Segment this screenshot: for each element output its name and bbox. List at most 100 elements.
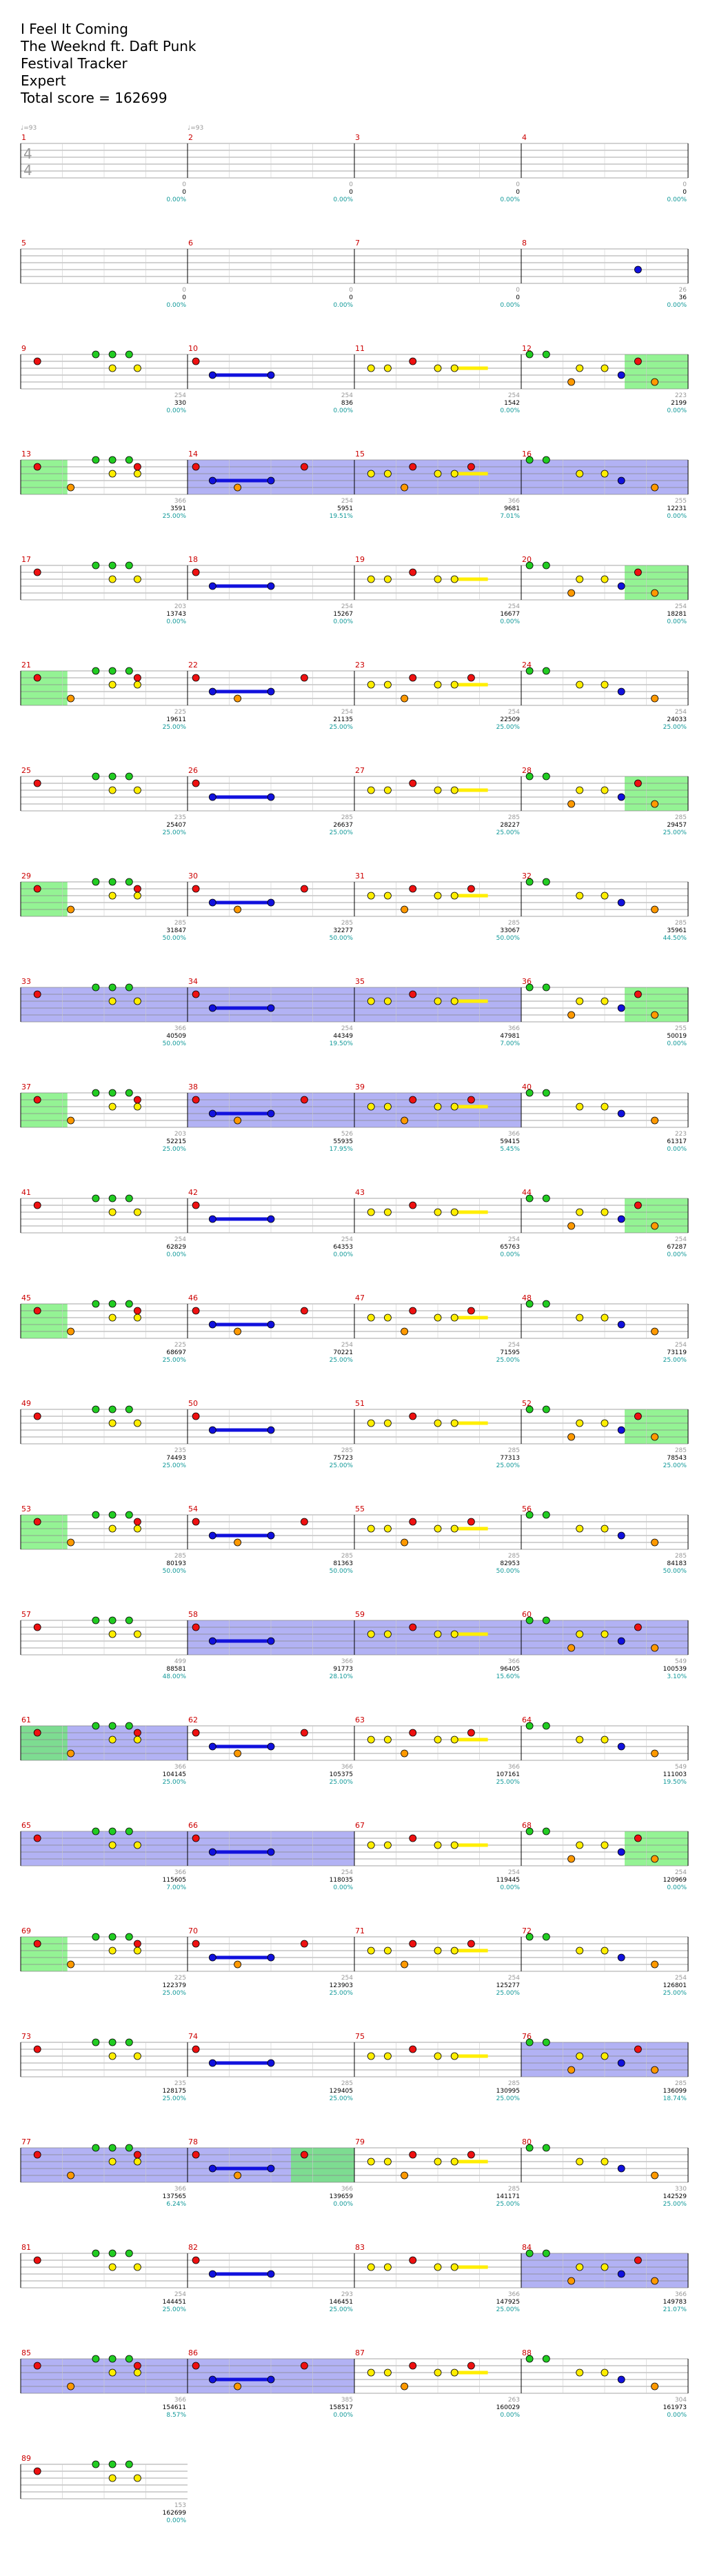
cumulative-score: 59415 — [500, 1138, 520, 1145]
measure-note-score: 366 — [508, 1658, 520, 1665]
cumulative-score: 77313 — [500, 1455, 520, 1462]
note — [67, 1960, 74, 1969]
measure-number: 43 — [355, 1188, 365, 1197]
note — [208, 1742, 216, 1751]
measure-number: 13 — [21, 450, 31, 459]
note — [92, 878, 100, 886]
measure-note-score: 285 — [675, 814, 687, 821]
cumulative-score: 9681 — [504, 505, 520, 512]
note — [367, 1419, 375, 1427]
measure-number: 35 — [355, 977, 365, 986]
note — [125, 1933, 133, 1941]
note — [108, 681, 117, 689]
cumulative-score: 80193 — [166, 1560, 186, 1567]
note — [384, 2263, 392, 2271]
note — [567, 1011, 575, 1019]
note — [601, 575, 609, 583]
note — [576, 1314, 584, 1322]
measure-note-score: 254 — [341, 1025, 353, 1032]
note — [92, 1194, 100, 1203]
measure-note-score: 285 — [508, 2080, 520, 2087]
measure-number: 53 — [21, 1505, 31, 1513]
note — [409, 1623, 417, 1631]
note — [467, 885, 475, 893]
note — [617, 582, 625, 590]
overdrive-percent: 50.00% — [163, 1040, 187, 1047]
note — [267, 2270, 275, 2278]
measure-number: 58 — [188, 1610, 198, 1619]
note — [542, 772, 550, 781]
overdrive-percent: 0.00% — [166, 197, 186, 203]
cumulative-score: 70221 — [333, 1349, 353, 1356]
cumulative-score: 62829 — [166, 1244, 186, 1251]
note — [92, 983, 100, 992]
sustain-tail — [212, 2377, 271, 2382]
note — [576, 2052, 584, 2060]
note — [409, 1412, 417, 1420]
note — [617, 1320, 625, 1329]
cumulative-score: 144451 — [163, 2299, 186, 2306]
measure-note-score: 254 — [174, 392, 186, 399]
overdrive-percent: 25.00% — [663, 1357, 687, 1364]
cumulative-score: 84183 — [667, 1560, 687, 1567]
measure-number: 75 — [355, 2032, 365, 2041]
note — [576, 364, 584, 372]
overdrive-percent: 0.00% — [333, 197, 353, 203]
note — [300, 2151, 308, 2159]
note — [33, 463, 41, 471]
note — [267, 2059, 275, 2067]
note — [409, 2362, 417, 2370]
note — [192, 2045, 200, 2053]
note — [125, 1616, 133, 1624]
note — [234, 483, 242, 492]
note — [267, 371, 275, 379]
note — [467, 1940, 475, 1948]
note — [617, 1426, 625, 1434]
measure-number: 89 — [21, 2454, 31, 2463]
note — [208, 476, 216, 485]
measure-note-score: 366 — [341, 1658, 353, 1665]
note — [108, 997, 117, 1005]
note — [125, 2460, 133, 2468]
measure-note-score: 366 — [508, 1025, 520, 1032]
sustain-tail — [454, 683, 488, 687]
overdrive-percent: 48.00% — [163, 1673, 187, 1680]
sustain-tail — [454, 2265, 488, 2269]
overdrive-percent: 25.00% — [496, 2201, 521, 2208]
note — [576, 786, 584, 794]
measure-number: 87 — [355, 2348, 365, 2357]
sustain-tail — [454, 366, 488, 370]
overdrive-percent: 0.00% — [667, 407, 687, 414]
note — [92, 2249, 100, 2257]
note — [300, 885, 308, 893]
note — [409, 1201, 417, 1209]
cumulative-score: 88581 — [166, 1666, 186, 1673]
note — [125, 456, 133, 464]
note — [133, 1525, 141, 1533]
note — [525, 1089, 534, 1097]
note — [467, 1307, 475, 1315]
overdrive-percent: 25.00% — [163, 513, 187, 520]
note — [92, 1616, 100, 1624]
note — [542, 1722, 550, 1730]
overdrive-percent: 19.50% — [663, 1779, 687, 1786]
note — [33, 885, 41, 893]
sustain-tail — [454, 788, 488, 792]
cumulative-score: 128175 — [163, 2088, 186, 2095]
tempo-mark: ♩=93 — [188, 125, 203, 132]
note — [300, 674, 308, 682]
note — [67, 1538, 74, 1547]
note — [267, 1531, 275, 1540]
note — [125, 983, 133, 992]
overdrive-percent: 0.00% — [667, 2412, 687, 2419]
